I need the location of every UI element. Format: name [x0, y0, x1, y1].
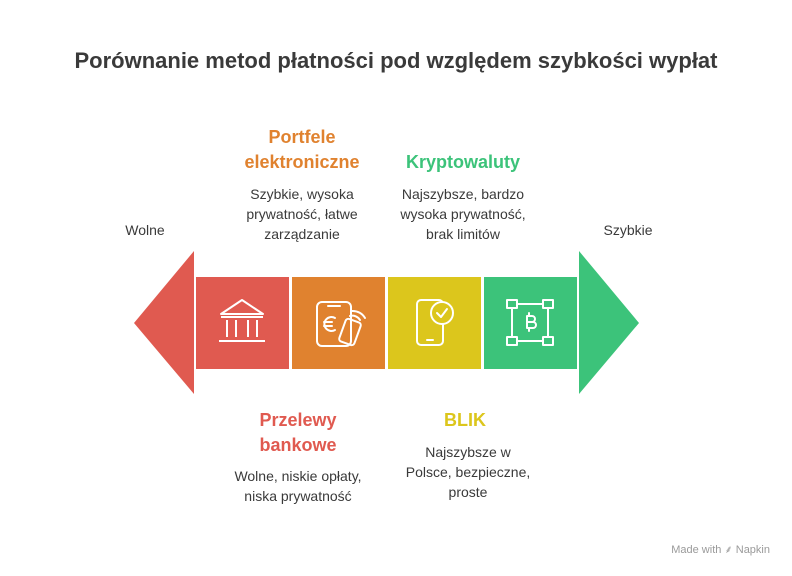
heading-bank-transfers: Przelewy bankowe [228, 408, 368, 458]
desc-bank-line1: Wolne, niskie opłaty, [234, 468, 362, 484]
footer-made-with: Made with [671, 544, 722, 556]
desc-e-wallets-line3: zarządzanie [264, 226, 340, 242]
desc-e-wallets-line2: prywatność, łatwe [246, 206, 358, 222]
heading-e-wallets-line1: Portfele [268, 127, 336, 147]
heading-blik: BLIK [405, 408, 525, 433]
heading-bank-line2: bankowe [259, 435, 337, 455]
desc-blik: Najszybsze w Polsce, bezpieczne, proste [388, 442, 548, 502]
desc-e-wallets-line1: Szybkie, wysoka [250, 186, 354, 202]
heading-bank-line1: Przelewy [259, 410, 337, 430]
heading-blik-line1: BLIK [444, 410, 486, 430]
desc-crypto-line2: wysoka prywatność, [400, 206, 526, 222]
desc-crypto-line1: Najszybsze, bardzo [401, 186, 525, 202]
phone-check-icon [416, 299, 454, 346]
heading-e-wallets: Portfele elektroniczne [232, 125, 372, 175]
footer-brand: Napkin [735, 544, 770, 556]
e-wallet-icon [316, 301, 366, 347]
desc-blik-line1: Najszybsze w [425, 444, 511, 460]
desc-bank-line2: niska prywatność [244, 488, 352, 504]
desc-e-wallets: Szybkie, wysoka prywatność, łatwe zarząd… [222, 184, 382, 244]
scale-left-label: Wolne [125, 222, 165, 238]
napkin-logo-icon: ⸙ [724, 544, 733, 556]
heading-crypto-line1: Kryptowaluty [405, 152, 520, 172]
segment-e-wallets [292, 277, 385, 369]
heading-e-wallets-line2: elektroniczne [244, 152, 360, 172]
bank-icon [219, 299, 265, 342]
scale-right-label: Szybkie [603, 222, 653, 238]
left-arrowhead [134, 251, 194, 394]
segment-blik [388, 277, 481, 369]
right-arrowhead [579, 251, 639, 394]
footer-credit: Made with ⸙ Napkin [671, 542, 770, 557]
desc-blik-line2: Polsce, bezpieczne, [405, 464, 531, 480]
desc-crypto-line3: brak limitów [426, 226, 500, 242]
heading-crypto: Kryptowaluty [388, 150, 538, 175]
crypto-network-icon [506, 299, 554, 346]
desc-blik-line3: proste [448, 484, 488, 500]
desc-crypto: Najszybsze, bardzo wysoka prywatność, br… [383, 184, 543, 244]
page-title: Porównanie metod płatności pod względem … [74, 48, 718, 73]
desc-bank-transfers: Wolne, niskie opłaty, niska prywatność [213, 466, 383, 506]
segment-bank-transfers [196, 277, 289, 369]
